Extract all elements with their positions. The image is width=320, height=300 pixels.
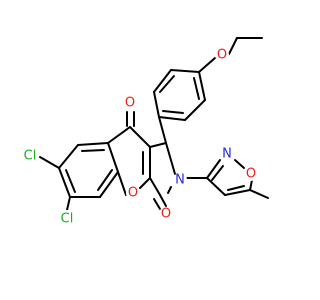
ring-oxygen-atom: O [126, 186, 140, 201]
svg-text:O: O [246, 167, 256, 182]
svg-text:N: N [222, 147, 232, 162]
chlorine-atom-1: Cl [21, 147, 39, 165]
svg-text:O: O [125, 96, 135, 111]
lactam-nitrogen-atom: N [173, 173, 187, 188]
svg-text:N: N [175, 173, 185, 188]
ether-oxygen-atom: O [215, 48, 229, 63]
bond-lines [39, 37, 269, 211]
isoxazole-oxygen-atom: O [244, 167, 258, 182]
ketone-oxygen-atom: O [123, 96, 137, 111]
molecule-canvas: Cl Cl O O O N O N [21, 37, 269, 228]
svg-text:O: O [217, 48, 227, 63]
svg-text:O: O [128, 186, 138, 201]
svg-text:Cl: Cl [24, 149, 37, 164]
atom-labels: Cl Cl O O O N O N [21, 48, 258, 228]
svg-text:Cl: Cl [61, 212, 74, 227]
molecule-structure: Cl Cl O O O N O N [21, 37, 269, 228]
lactam-oxygen-atom: O [159, 207, 173, 222]
chlorine-atom-2: Cl [58, 210, 76, 228]
isoxazole-nitrogen-atom: N [220, 147, 234, 162]
svg-text:O: O [161, 207, 171, 222]
